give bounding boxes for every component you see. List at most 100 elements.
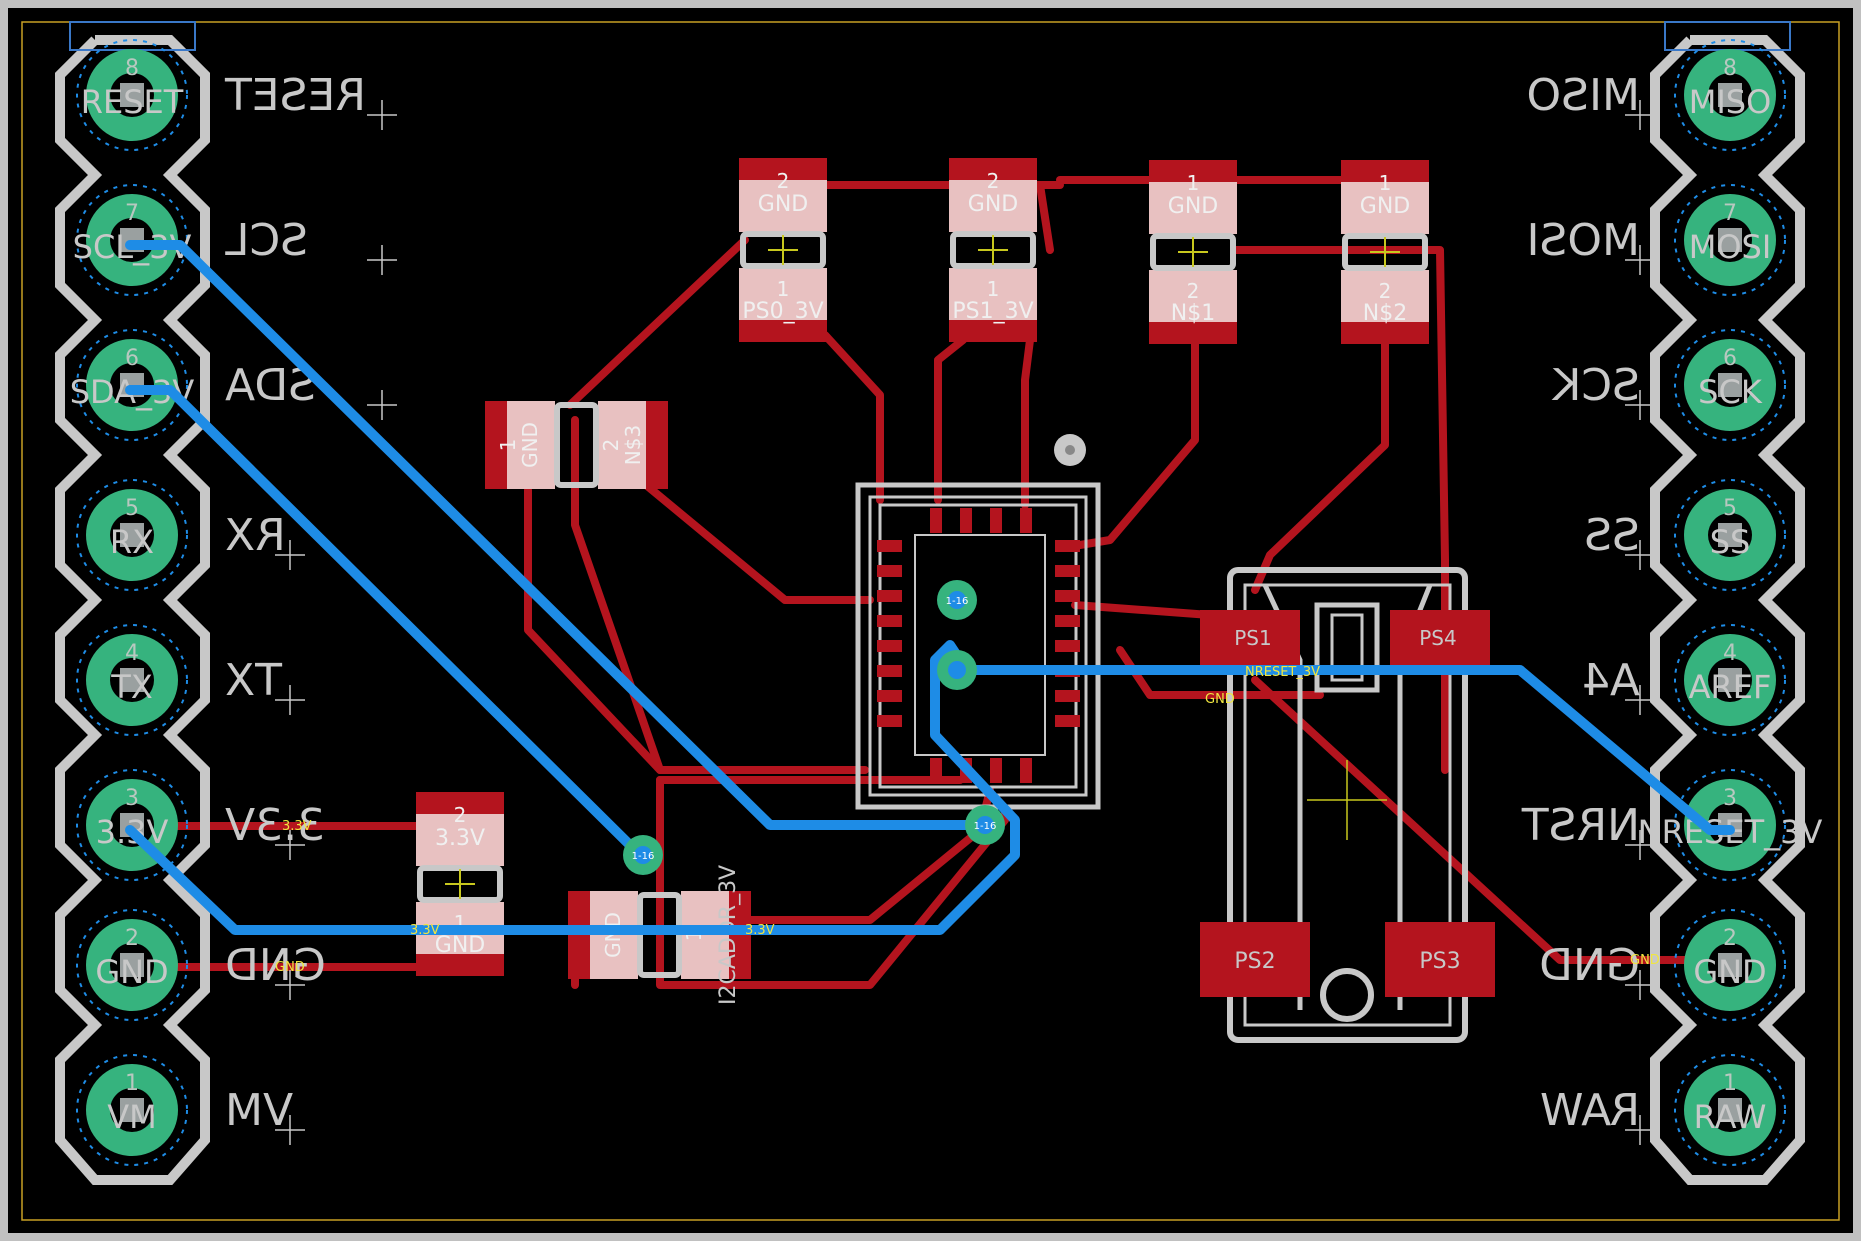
part-n1-bot-net: N$1 [1171, 301, 1215, 326]
slide-switch: PS1 PS4 PS2 PS3 [1200, 567, 1495, 1043]
right-header-silkscreen [1650, 35, 1805, 1185]
left-pin-name: GND [95, 953, 168, 991]
part-c33-bot-net: GND [435, 933, 485, 958]
part-ps1-bot-net: PS1_3V [952, 299, 1033, 324]
right-pin-number: 6 [1723, 346, 1737, 371]
left-pin-number: 3 [125, 786, 139, 811]
left-pin-number: 8 [125, 56, 139, 81]
part-n2-bot-net: N$2 [1363, 301, 1407, 326]
left-header-silkscreen [55, 35, 210, 1185]
left-pin-number: 1 [125, 1071, 139, 1096]
board-area [8, 8, 1853, 1233]
left-pin-label: VM [225, 1085, 293, 1136]
right-pin-label: NRST [1522, 800, 1640, 851]
part-n3-left-num: 1 [496, 439, 520, 452]
gnd-trace-label-3: GND [1205, 692, 1235, 707]
v33-trace-label-3: 3.3V [282, 819, 312, 834]
part-ps0-bot-num: 1 [777, 277, 790, 301]
right-pin-name: SCK [1698, 373, 1763, 411]
right-pin-name: MISO [1689, 83, 1772, 121]
left-pin-label: TX [225, 655, 283, 706]
switch-pad-ps1-label: PS1 [1234, 626, 1271, 650]
right-pin-number: 2 [1723, 926, 1737, 951]
switch-pad-ps4-label: PS4 [1419, 626, 1456, 650]
part-ps0-top-num: 2 [777, 169, 790, 193]
part-n2-top-num: 1 [1379, 171, 1392, 195]
left-pin-number: 4 [125, 641, 139, 666]
part-c33-top-net: 3.3V [435, 826, 485, 851]
right-pin-name: SS [1710, 523, 1751, 561]
left-pin-name: TX [110, 668, 152, 706]
right-pin-number: 3 [1723, 786, 1737, 811]
right-pin-number: 7 [1723, 201, 1737, 226]
right-pin-number: 8 [1723, 56, 1737, 81]
part-n2-top-net: GND [1360, 194, 1410, 219]
via-label-3: 1-16 [632, 851, 655, 862]
left-pin-label: 3.3V [225, 800, 325, 851]
part-ps0-top-net: GND [758, 192, 808, 217]
right-pin-label: MISO [1526, 70, 1640, 121]
v33-trace-label-2: 3.3V [745, 923, 775, 938]
left-pin-name: RX [110, 523, 154, 561]
left-pin-number: 5 [125, 496, 139, 521]
part-n1-top-net: GND [1168, 194, 1218, 219]
part-ps1-top-net: GND [968, 192, 1018, 217]
left-pin-number: 6 [125, 346, 139, 371]
right-pin-name: MOSI [1689, 228, 1772, 266]
right-pin-name: GND [1693, 953, 1766, 991]
left-pin-label: SCL [225, 215, 309, 266]
switch-pad-ps2-label: PS2 [1234, 949, 1275, 974]
gnd-trace-label-2: GND [1630, 953, 1660, 968]
gnd-trace-label-1: GND [275, 960, 305, 975]
left-pin-number: 2 [125, 926, 139, 951]
right-pin-label: GND [1539, 940, 1640, 991]
right-pin-label: RAW [1540, 1085, 1640, 1136]
left-pin-number: 7 [125, 201, 139, 226]
right-pin-label: SS [1584, 510, 1640, 561]
part-n2-bot-num: 2 [1379, 279, 1392, 303]
v33-trace-label-1: 3.3V [410, 923, 440, 938]
right-pin-name: RAW [1694, 1098, 1767, 1136]
part-ps1-bot-num: 1 [987, 277, 1000, 301]
vias: 1-16 1-16 1-16 [623, 580, 1005, 875]
left-pin-label: GND [225, 940, 326, 991]
part-n3-right-net: N$3 [621, 425, 645, 465]
left-pin-name: VM [107, 1098, 157, 1136]
part-ps1-top-num: 2 [987, 169, 1000, 193]
right-pin-name: AREF [1689, 668, 1772, 706]
nreset-trace-label: NRESET_3V [1245, 665, 1320, 680]
part-n1-bot-num: 2 [1187, 279, 1200, 303]
part-n1-top-num: 1 [1187, 171, 1200, 195]
right-pin-number: 5 [1723, 496, 1737, 521]
part-c33-top-num: 2 [454, 803, 467, 827]
bottom-copper-traces [125, 240, 1735, 935]
via-label-1: 1-16 [946, 596, 969, 607]
right-pin-label: SCK [1551, 360, 1640, 411]
right-pin-label: MOSI [1526, 215, 1640, 266]
left-pin-name: RESET [81, 83, 184, 121]
right-pin-number: 1 [1723, 1071, 1737, 1096]
left-pin-label: RESET [225, 70, 366, 121]
board-outline [21, 21, 1840, 1221]
part-ps0-bot-net: PS0_3V [742, 299, 823, 324]
